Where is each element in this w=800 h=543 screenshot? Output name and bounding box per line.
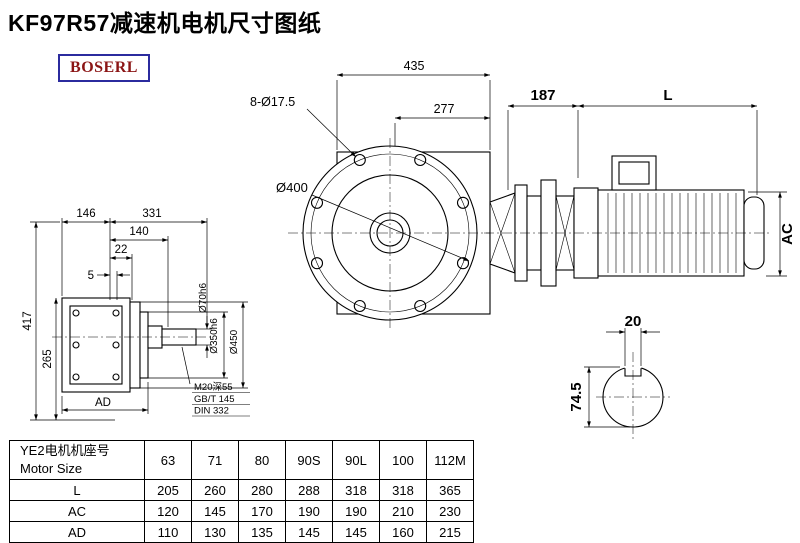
dim-AD-label: AD [95, 397, 111, 409]
shaft-section-dimensions: 20 74.5 [568, 313, 660, 428]
dim-AC-label: AC [779, 223, 796, 245]
cell-AD-71: 130 [191, 521, 239, 543]
row-label-AC: AC [9, 500, 145, 522]
cell-AC-90S: 190 [285, 500, 333, 522]
front-view [288, 138, 502, 330]
row-label-AD: AD [9, 521, 145, 543]
cell-L-80: 280 [238, 479, 286, 501]
output-flange-plate [129, 301, 141, 389]
tap-hole-label: M20深55 [194, 382, 233, 393]
flange-dia-side-label: Ø450 [229, 329, 240, 354]
flange-spigot [139, 311, 149, 379]
housing-bolts [72, 309, 120, 381]
cell-AD-100: 160 [379, 521, 427, 543]
motor-view [484, 155, 772, 287]
cell-AC-71: 145 [191, 500, 239, 522]
dim-22-label: 22 [115, 244, 128, 256]
bore-height-label: 74.5 [568, 382, 585, 411]
column-header-80: 80 [238, 440, 286, 480]
cell-AC-63: 120 [144, 500, 192, 522]
keyway-width-label: 20 [625, 313, 642, 330]
side-view [52, 297, 214, 393]
cell-AD-90S: 145 [285, 521, 333, 543]
terminal-box-lid [618, 161, 650, 185]
cell-AC-112M: 230 [426, 500, 474, 522]
shaft-dia-label: Ø70h6 [198, 283, 209, 313]
row-label-L: L [9, 479, 145, 501]
boserl-logo: BOSERL [58, 54, 150, 82]
dim-5-label: 5 [88, 270, 94, 282]
dim-331-label: 331 [142, 208, 161, 220]
boserl-logo-text: BOSERL [70, 59, 138, 76]
cell-AD-80: 135 [238, 521, 286, 543]
cell-AC-90L: 190 [332, 500, 380, 522]
page-title: KF97R57减速机电机尺寸图纸 [8, 10, 322, 36]
column-header-63: 63 [144, 440, 192, 480]
column-header-71: 71 [191, 440, 239, 480]
motor-dimension-table: YE2电机机座号 Motor Size 63 71 80 90S 90L 100… [9, 440, 474, 543]
table-header-motor-size: YE2电机机座号 Motor Size [9, 440, 145, 480]
table-header-en: Motor Size [20, 461, 83, 476]
cell-AC-80: 170 [238, 500, 286, 522]
dim-187-label: 187 [530, 87, 555, 104]
table-header-cn: YE2电机机座号 [20, 443, 110, 459]
table-row-AC: AC 120 145 170 190 190 210 230 [9, 500, 474, 522]
cell-AD-63: 110 [144, 521, 192, 543]
bolt-holes-label: 8-Ø17.5 [250, 95, 295, 109]
dim-146-label: 146 [76, 208, 95, 220]
flange-dia-label: Ø400 [276, 180, 308, 195]
dim-435-label: 435 [404, 59, 425, 73]
cell-L-71: 260 [191, 479, 239, 501]
cell-L-100: 318 [379, 479, 427, 501]
column-header-100: 100 [379, 440, 427, 480]
table-row-AD: AD 110 130 135 145 145 160 215 [9, 521, 474, 543]
dim-417-label: 417 [22, 311, 34, 330]
cell-AD-112M: 215 [426, 521, 474, 543]
bolt-holes [310, 153, 470, 313]
cell-L-112M: 365 [426, 479, 474, 501]
column-header-90S: 90S [285, 440, 333, 480]
housing-face [69, 305, 123, 385]
cell-AC-100: 210 [379, 500, 427, 522]
dim-140-label: 140 [129, 226, 148, 238]
front-view-dimensions: 435 277 8-Ø17.5 Ø400 187 L AC [250, 59, 796, 277]
side-view-dimensions: 146 331 140 22 5 417 265 AD Ø70h6 Ø350h6… [22, 208, 250, 421]
dim-277-label: 277 [434, 102, 455, 116]
cell-L-90S: 288 [285, 479, 333, 501]
spigot-dia-label: Ø350h6 [209, 318, 220, 354]
column-header-112M: 112M [426, 440, 474, 480]
dim-265-label: 265 [42, 349, 54, 368]
cell-AD-90L: 145 [332, 521, 380, 543]
column-header-90L: 90L [332, 440, 380, 480]
din-standard-label: DIN 332 [194, 406, 229, 417]
gb-standard-label: GB/T 145 [194, 394, 235, 405]
dim-L-label: L [663, 87, 672, 104]
shaft-section [596, 352, 670, 440]
cell-L-90L: 318 [332, 479, 380, 501]
cell-L-63: 205 [144, 479, 192, 501]
table-header-row: YE2电机机座号 Motor Size 63 71 80 90S 90L 100… [9, 440, 474, 480]
table-row-L: L 205 260 280 288 318 318 365 [9, 479, 474, 501]
